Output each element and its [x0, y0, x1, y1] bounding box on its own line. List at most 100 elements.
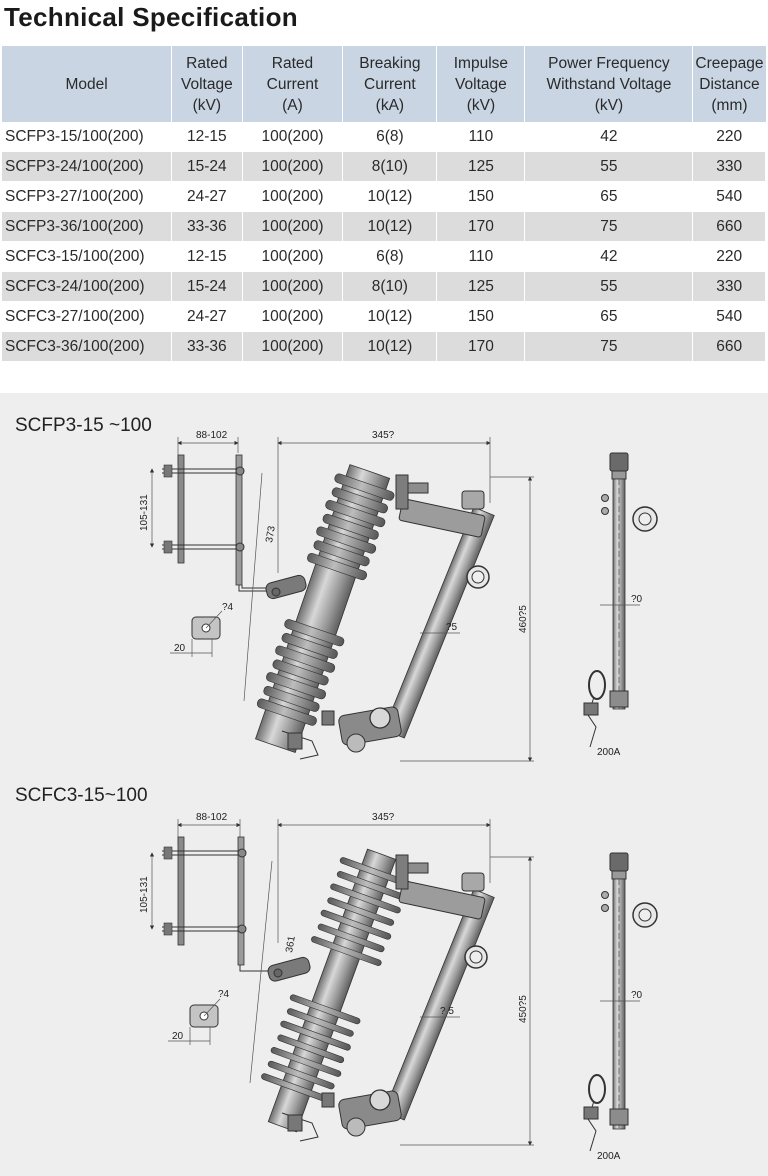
cell-rated-voltage: 24-27 [171, 181, 243, 212]
side-rating-top: 200A [597, 747, 621, 758]
cell-rated-current: 100(200) [242, 151, 344, 182]
cell-creepage: 540 [692, 301, 766, 332]
dim-side-diameter-bottom: ?0 [631, 990, 643, 1001]
cell-breaking-current: 10(12) [342, 331, 438, 362]
drawing-title-bottom: SCFC3-15~100 [15, 785, 148, 806]
cell-creepage: 660 [692, 211, 766, 242]
dim-bolt-width-bottom: 20 [172, 1031, 184, 1042]
cell-breaking-current: 8(10) [342, 151, 438, 182]
dim-bracket-height-bottom: 105-131 [139, 876, 150, 913]
cell-creepage: 330 [692, 151, 766, 182]
porcelain-insulator [255, 464, 395, 754]
cell-rated-voltage: 12-15 [171, 241, 243, 272]
cell-rated-voltage: 15-24 [171, 151, 243, 182]
cell-rated-current: 100(200) [242, 211, 344, 242]
cell-creepage: 220 [692, 241, 766, 272]
page-title: Technical Specification [4, 2, 298, 32]
dim-insulator-length-top: 373 [264, 525, 278, 544]
cell-power-frequency: 42 [524, 241, 694, 272]
cell-impulse-voltage: 110 [436, 122, 526, 152]
cell-model: SCFP3-36/100(200) [2, 211, 173, 242]
dim-bolt-hole-top: ?4 [222, 602, 234, 613]
dim-overall-height-bottom: 450?5 [518, 995, 529, 1023]
cell-rated-voltage: 24-27 [171, 301, 243, 332]
cell-power-frequency: 75 [524, 211, 694, 242]
dim-bracket-height-top: 105-131 [139, 494, 150, 531]
cell-creepage: 220 [692, 122, 766, 152]
cell-creepage: 330 [692, 271, 766, 302]
technical-drawings: SCFP3-15 ~100 88-102 345? 105-131 [15, 415, 658, 1162]
cell-model: SCFP3-27/100(200) [2, 181, 173, 212]
dim-bolt-hole-bottom: ?4 [218, 989, 230, 1000]
dim-bolt-width-top: 20 [174, 643, 186, 654]
cell-impulse-voltage: 125 [436, 271, 526, 302]
dim-insulator-length-bottom: 361 [284, 935, 298, 954]
polymer-insulator [261, 848, 411, 1133]
dim-tube-diameter-bottom: ? 5 [440, 1006, 454, 1017]
dim-top-length-top: 345? [372, 430, 395, 441]
cell-creepage: 540 [692, 181, 766, 212]
dim-overall-height-top: 460?5 [518, 605, 529, 633]
drawing-top: SCFP3-15 ~100 88-102 345? 105-131 [15, 415, 658, 762]
dim-bracket-width-top: 88-102 [196, 430, 228, 441]
cell-model: SCFC3-36/100(200) [2, 331, 173, 362]
fuse-tube [383, 506, 495, 739]
side-view-bottom: ?0 200A [583, 852, 658, 1162]
drawing-panel: SCFP3-15 ~100 88-102 345? 105-131 [0, 393, 768, 1176]
cell-model: SCFC3-27/100(200) [2, 301, 173, 332]
cell-breaking-current: 10(12) [342, 211, 438, 242]
cell-power-frequency: 75 [524, 331, 694, 362]
cell-breaking-current: 6(8) [342, 241, 438, 272]
dim-side-diameter-top: ?0 [631, 594, 643, 605]
cell-creepage: 660 [692, 331, 766, 362]
cell-rated-current: 100(200) [242, 271, 344, 302]
clamp [265, 574, 307, 600]
side-rating-bottom: 200A [597, 1151, 621, 1162]
cell-breaking-current: 10(12) [342, 301, 438, 332]
cell-rated-current: 100(200) [242, 331, 344, 362]
dim-tube-diameter-top: ?5 [446, 622, 458, 633]
cell-rated-voltage: 33-36 [171, 331, 243, 362]
cell-impulse-voltage: 150 [436, 181, 526, 212]
cell-rated-voltage: 12-15 [171, 122, 243, 152]
cell-power-frequency: 55 [524, 151, 694, 182]
cell-rated-voltage: 15-24 [171, 271, 243, 302]
cell-rated-current: 100(200) [242, 122, 344, 152]
cell-power-frequency: 65 [524, 181, 694, 212]
cell-rated-current: 100(200) [242, 241, 344, 272]
fuse-tube-bottom [383, 888, 495, 1121]
cell-rated-voltage: 33-36 [171, 211, 243, 242]
cell-model: SCFP3-24/100(200) [2, 151, 173, 182]
drawing-bottom: SCFC3-15~100 88-102 345? 105-131 ?4 20 [15, 785, 658, 1162]
cell-impulse-voltage: 150 [436, 301, 526, 332]
dim-bracket-width-bottom: 88-102 [196, 812, 228, 823]
cell-impulse-voltage: 125 [436, 151, 526, 182]
cell-impulse-voltage: 170 [436, 331, 526, 362]
drawing-title-top: SCFP3-15 ~100 [15, 415, 152, 436]
bracket-plate [177, 454, 185, 564]
cell-impulse-voltage: 170 [436, 211, 526, 242]
col-header-model: Model [2, 46, 173, 122]
cell-power-frequency: 65 [524, 301, 694, 332]
dim-top-length-bottom: 345? [372, 812, 395, 823]
side-view-top: ?0 200A [583, 452, 658, 758]
cell-model: SCFC3-15/100(200) [2, 241, 173, 272]
cell-breaking-current: 10(12) [342, 181, 438, 212]
cell-model: SCFC3-24/100(200) [2, 271, 173, 302]
